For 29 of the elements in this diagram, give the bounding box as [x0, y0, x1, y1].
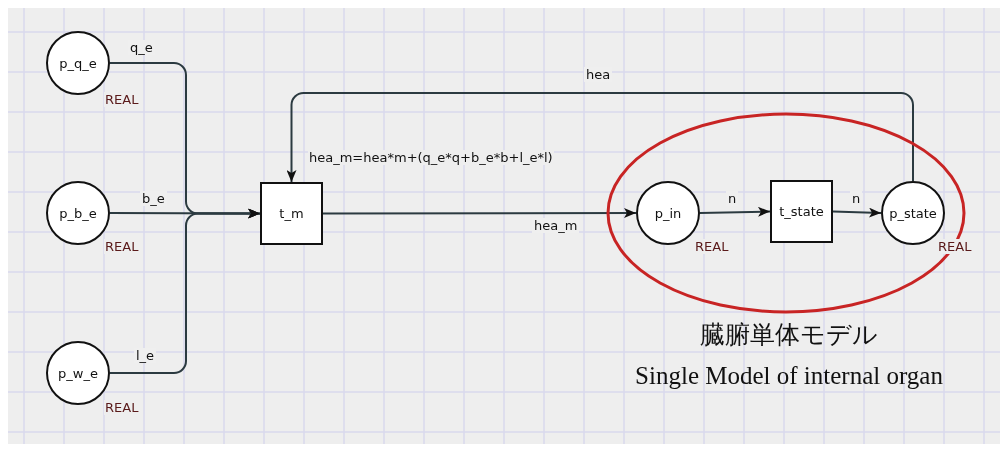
type-label: REAL	[937, 239, 973, 254]
edge-label: hea_m	[532, 218, 580, 233]
node-label: p_in	[654, 205, 682, 221]
transition-box	[260, 182, 323, 245]
arrow	[286, 92, 914, 183]
transition-box	[770, 180, 833, 243]
arrow	[109, 208, 261, 374]
caption-text: 臓腑単体モデル	[699, 320, 879, 350]
edge-label: b_e	[140, 191, 167, 206]
node-label: p_w_e	[58, 365, 98, 381]
type-label: REAL	[104, 400, 140, 415]
node-label: t_m	[279, 206, 304, 221]
edge-label: q_e	[128, 40, 155, 55]
node-label: p_q_e	[59, 55, 97, 71]
arrow	[699, 206, 771, 217]
node-label: t_state	[779, 204, 824, 219]
arrow	[322, 208, 637, 218]
edge-label: hea	[584, 67, 613, 82]
caption-text: Single Model of internal organ	[634, 362, 944, 390]
guard-expression: hea_m=hea*m+(q_e*q+b_e*b+l_e*l)	[308, 150, 554, 165]
type-label: REAL	[104, 239, 140, 254]
edge-label: n	[726, 191, 739, 206]
edge-label: n	[850, 191, 863, 206]
arrow	[832, 207, 882, 218]
node-label: p_state	[889, 205, 937, 221]
type-label: REAL	[694, 239, 730, 254]
edge-label: l_e	[134, 348, 157, 363]
node-label: p_b_e	[59, 205, 97, 221]
type-label: REAL	[104, 92, 140, 107]
